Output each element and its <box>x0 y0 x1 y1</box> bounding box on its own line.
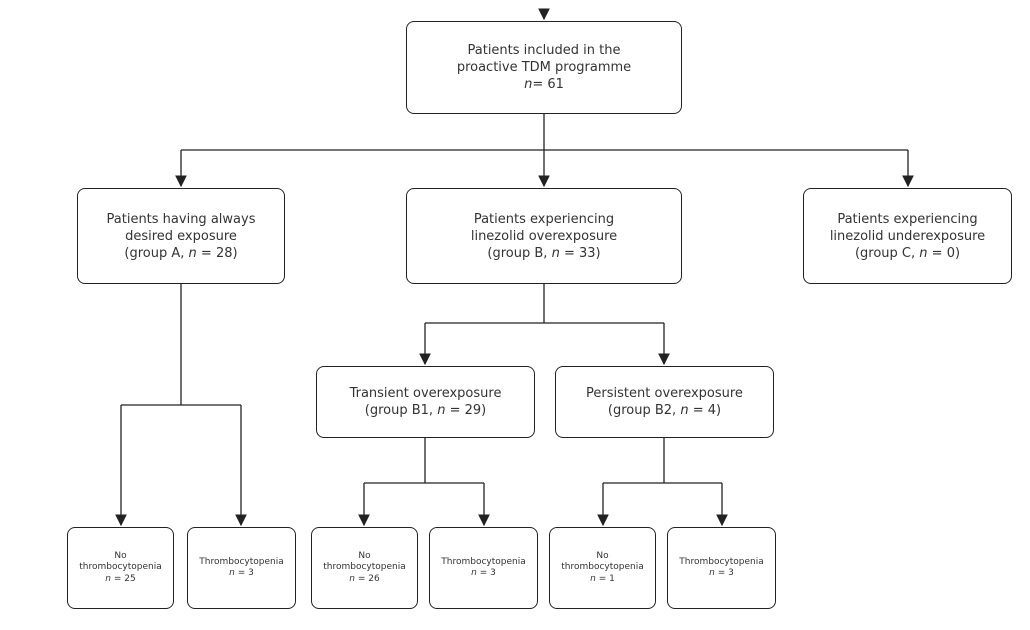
b1-yes-count: n = 3 <box>471 568 496 578</box>
group-b-line3: (group B, n = 33) <box>487 245 601 261</box>
b1-no-count: n = 26 <box>349 573 380 584</box>
root-line1: Patients included in the <box>467 43 621 58</box>
a-thrombocytopenia-box: Thrombocytopenia n = 3 <box>187 527 296 609</box>
group-c-box: Patients experiencing linezolid underexp… <box>803 188 1012 284</box>
a-yes-line1: Thrombocytopenia <box>199 556 284 567</box>
group-b2-box: Persistent overexposure (group B2, n = 4… <box>555 366 774 438</box>
a-no-line2: thrombocytopenia <box>79 562 162 573</box>
b1-thrombocytopenia-box: Thrombocytopenia n = 3 <box>429 527 538 609</box>
b2-no-line2: thrombocytopenia <box>561 562 644 573</box>
a-yes-count: n = 3 <box>229 568 254 578</box>
group-b-box: Patients experiencing linezolid overexpo… <box>406 188 682 284</box>
group-a-line2: desired exposure <box>125 228 237 244</box>
b2-no-line1: No <box>596 550 609 561</box>
b2-yes-count: n = 3 <box>709 568 734 578</box>
group-b2-line1: Persistent overexposure <box>586 386 743 401</box>
a-no-thrombocytopenia-box: No thrombocytopenia n = 25 <box>67 527 174 609</box>
b1-no-line1: No <box>358 550 371 561</box>
b1-no-thrombocytopenia-box: No thrombocytopenia n = 26 <box>311 527 418 609</box>
group-a-box: Patients having always desired exposure … <box>77 188 285 284</box>
b1-no-line2: thrombocytopenia <box>323 562 406 573</box>
b2-no-count: n = 1 <box>590 573 615 584</box>
group-a-line1: Patients having always <box>106 211 256 227</box>
b1-yes-line1: Thrombocytopenia <box>441 556 526 567</box>
group-a-line3: (group A, n = 28) <box>124 245 238 261</box>
b2-thrombocytopenia-box: Thrombocytopenia n = 3 <box>667 527 776 609</box>
group-c-line2: linezolid underexposure <box>829 228 986 244</box>
root-line2: proactive TDM programme <box>456 60 632 75</box>
group-c-line1: Patients experiencing <box>837 211 978 227</box>
root-count: n= 61 <box>524 77 564 92</box>
b2-yes-line1: Thrombocytopenia <box>679 556 764 567</box>
group-b-line2: linezolid overexposure <box>470 228 618 244</box>
group-b2-line2: (group B2, n = 4) <box>607 403 722 418</box>
group-c-line3: (group C, n = 0) <box>854 245 961 261</box>
a-no-count: n = 25 <box>105 573 136 584</box>
a-no-line1: No <box>114 550 127 561</box>
group-b1-box: Transient overexposure (group B1, n = 29… <box>316 366 535 438</box>
group-b1-line2: (group B1, n = 29) <box>364 403 487 418</box>
group-b-line1: Patients experiencing <box>473 211 615 227</box>
group-b1-line1: Transient overexposure <box>349 386 502 401</box>
root-box: Patients included in the proactive TDM p… <box>406 21 682 114</box>
b2-no-thrombocytopenia-box: No thrombocytopenia n = 1 <box>549 527 656 609</box>
